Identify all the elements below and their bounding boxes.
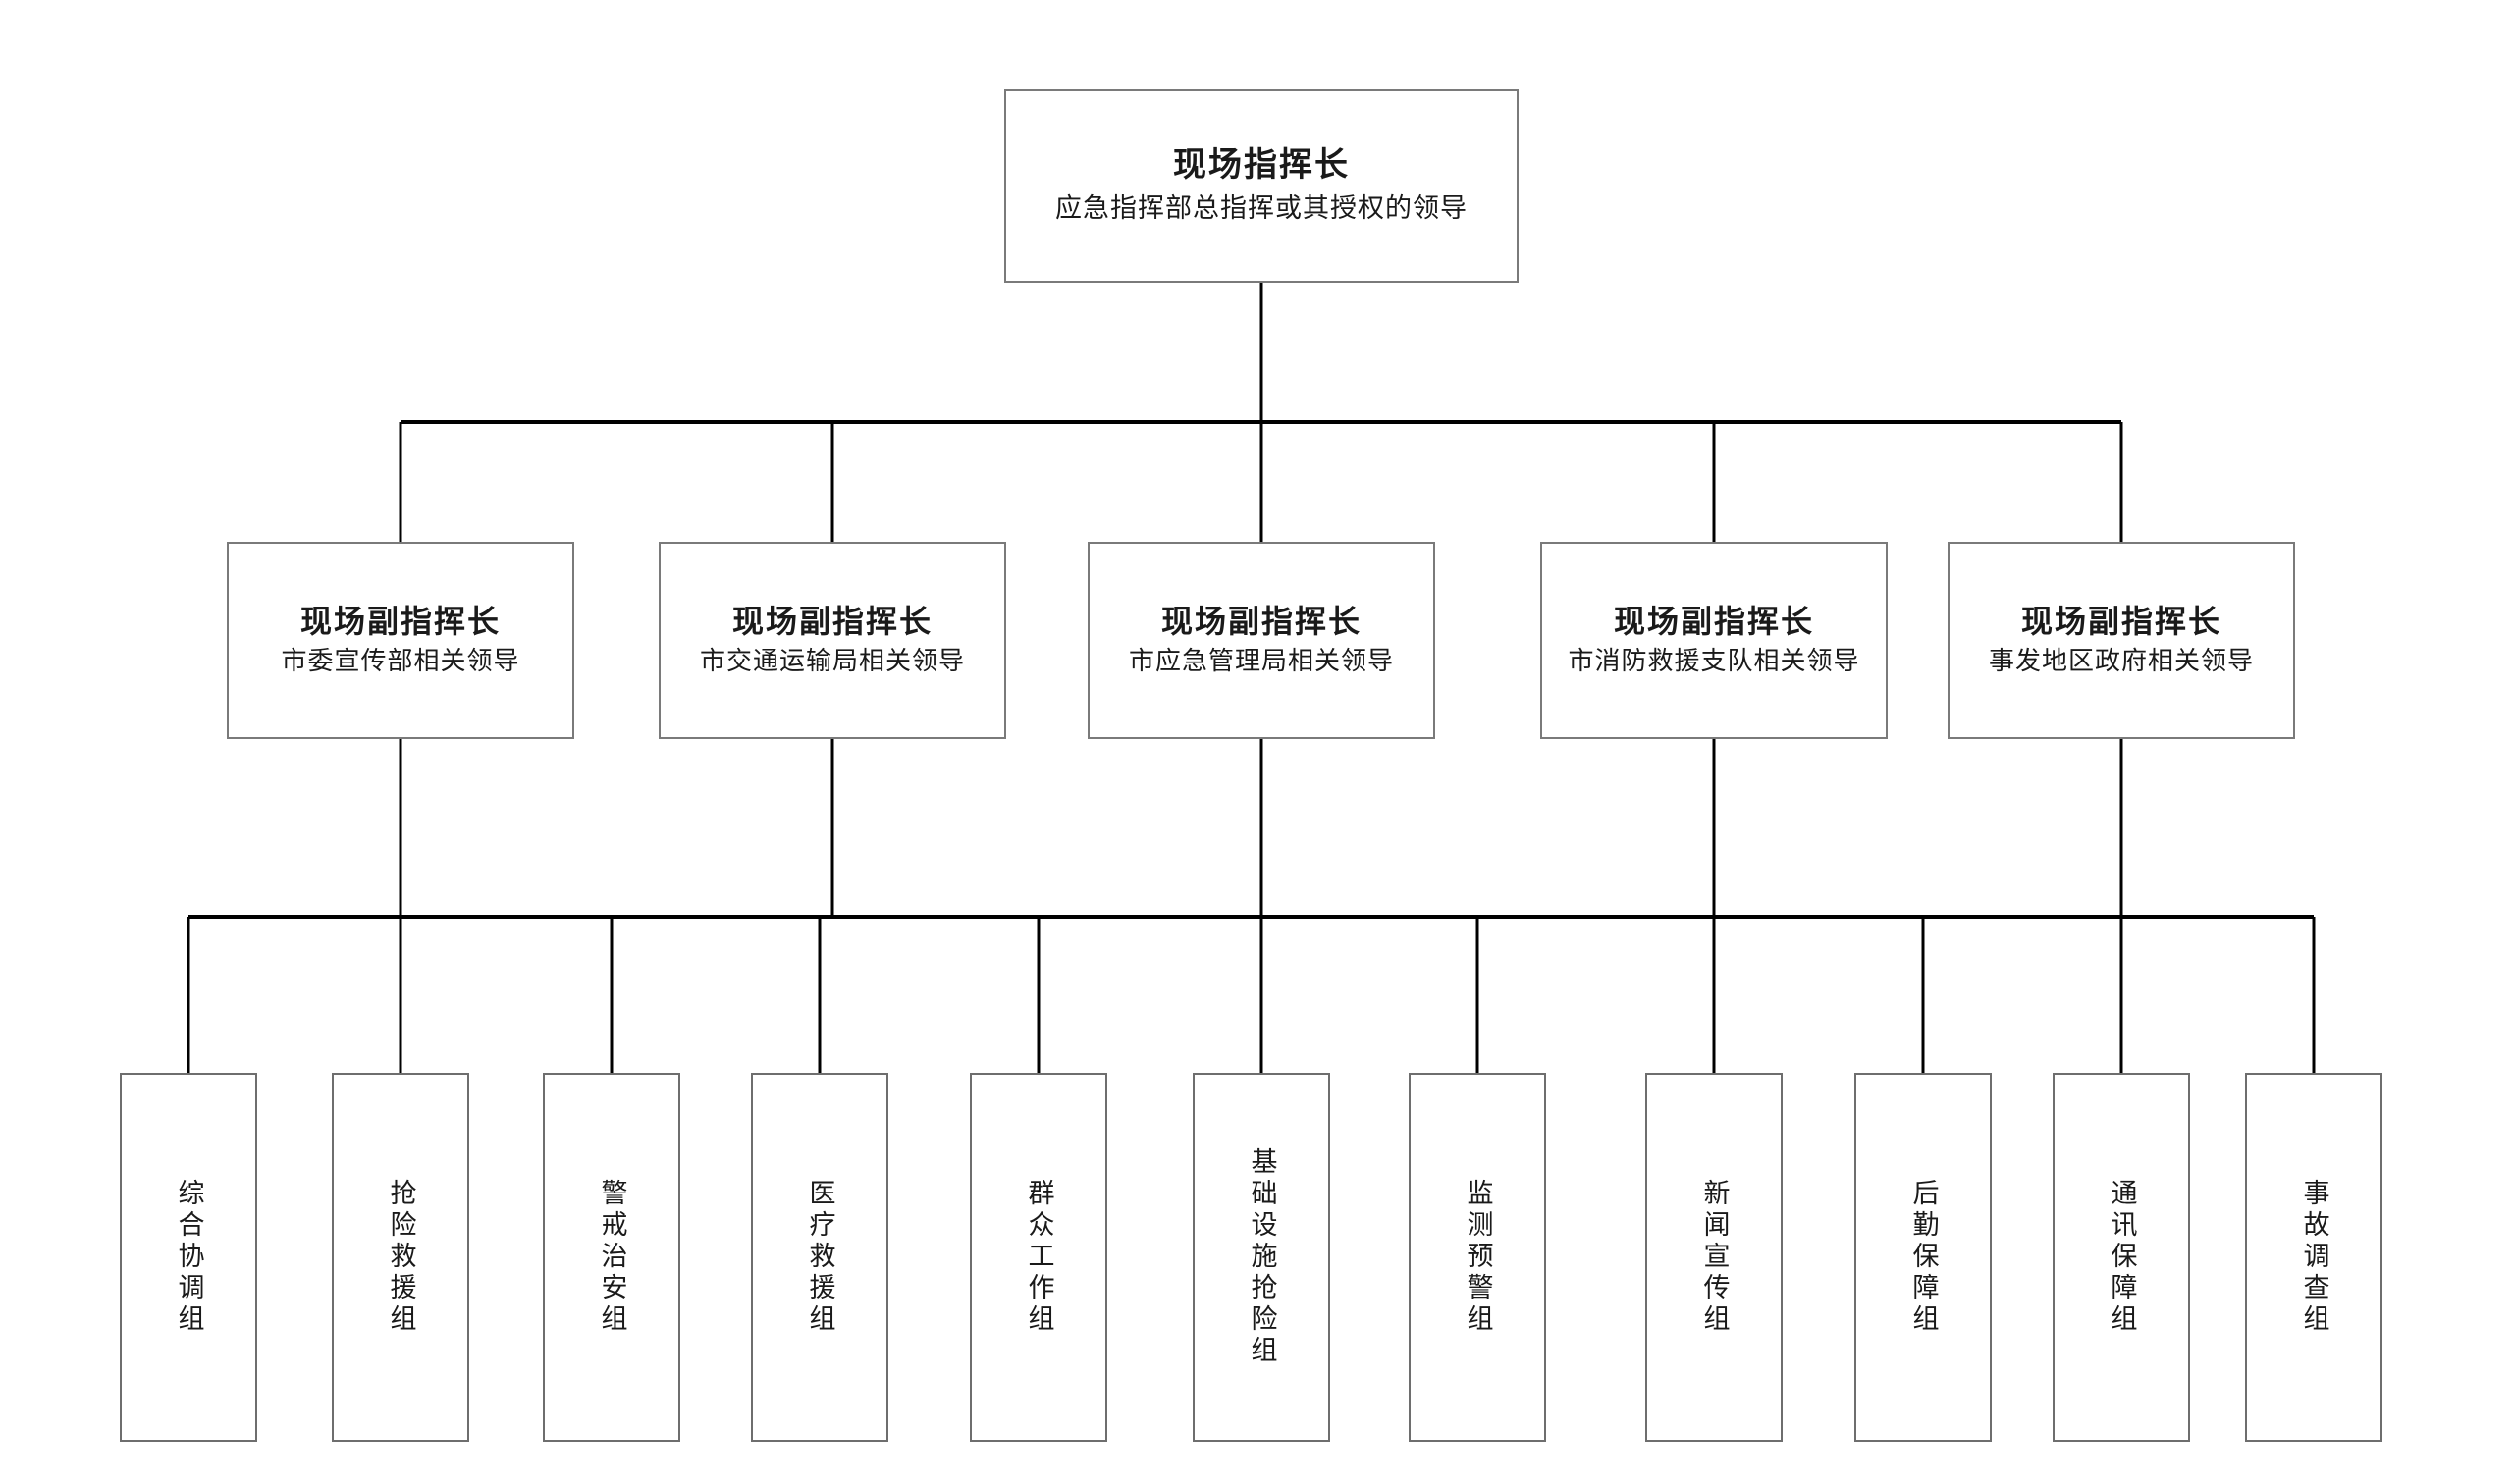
deputy-title: 现场副指挥长 [1160, 604, 1362, 640]
deputy-subtitle: 市应急管理局相关领导 [1128, 646, 1394, 675]
group-node: 通讯保障组 [2053, 1073, 2190, 1442]
group-node: 警戒治安组 [543, 1073, 680, 1442]
group-label: 抢险救援组 [386, 1179, 416, 1336]
commander-title: 现场指挥长 [1173, 146, 1350, 184]
group-label: 群众工作组 [1024, 1179, 1054, 1336]
group-label: 综合协调组 [174, 1179, 204, 1336]
group-label: 新闻宣传组 [1699, 1179, 1730, 1336]
deputy-node: 现场副指挥长 市消防救援支队相关领导 [1540, 542, 1888, 739]
group-label: 通讯保障组 [2107, 1179, 2137, 1336]
group-node: 监测预警组 [1409, 1073, 1546, 1442]
deputy-title: 现场副指挥长 [299, 604, 501, 640]
group-node: 后勤保障组 [1854, 1073, 1992, 1442]
deputy-title: 现场副指挥长 [731, 604, 933, 640]
deputy-subtitle: 事发地区政府相关领导 [1988, 646, 2254, 675]
group-node: 抢险救援组 [332, 1073, 469, 1442]
deputy-node: 现场副指挥长 市委宣传部相关领导 [227, 542, 574, 739]
group-node: 综合协调组 [120, 1073, 257, 1442]
group-label: 监测预警组 [1463, 1179, 1493, 1336]
group-label: 事故调查组 [2299, 1179, 2329, 1336]
deputy-subtitle: 市交通运输局相关领导 [699, 646, 965, 675]
commander-subtitle: 应急指挥部总指挥或其授权的领导 [1055, 193, 1468, 224]
group-node: 基础设施抢险组 [1193, 1073, 1330, 1442]
deputy-title: 现场副指挥长 [1613, 604, 1814, 640]
group-label: 后勤保障组 [1908, 1179, 1939, 1336]
deputy-subtitle: 市委宣传部相关领导 [281, 646, 520, 675]
group-label: 医疗救援组 [805, 1179, 835, 1336]
group-label: 基础设施抢险组 [1247, 1147, 1277, 1367]
deputy-subtitle: 市消防救援支队相关领导 [1568, 646, 1860, 675]
deputy-node: 现场副指挥长 市应急管理局相关领导 [1088, 542, 1435, 739]
group-node: 新闻宣传组 [1645, 1073, 1783, 1442]
group-label: 警戒治安组 [597, 1179, 627, 1336]
group-node: 群众工作组 [970, 1073, 1107, 1442]
deputy-node: 现场副指挥长 市交通运输局相关领导 [659, 542, 1006, 739]
deputy-node: 现场副指挥长 事发地区政府相关领导 [1948, 542, 2295, 739]
group-node: 事故调查组 [2245, 1073, 2382, 1442]
commander-node: 现场指挥长 应急指挥部总指挥或其授权的领导 [1004, 89, 1519, 283]
deputy-title: 现场副指挥长 [2020, 604, 2221, 640]
group-node: 医疗救援组 [751, 1073, 888, 1442]
